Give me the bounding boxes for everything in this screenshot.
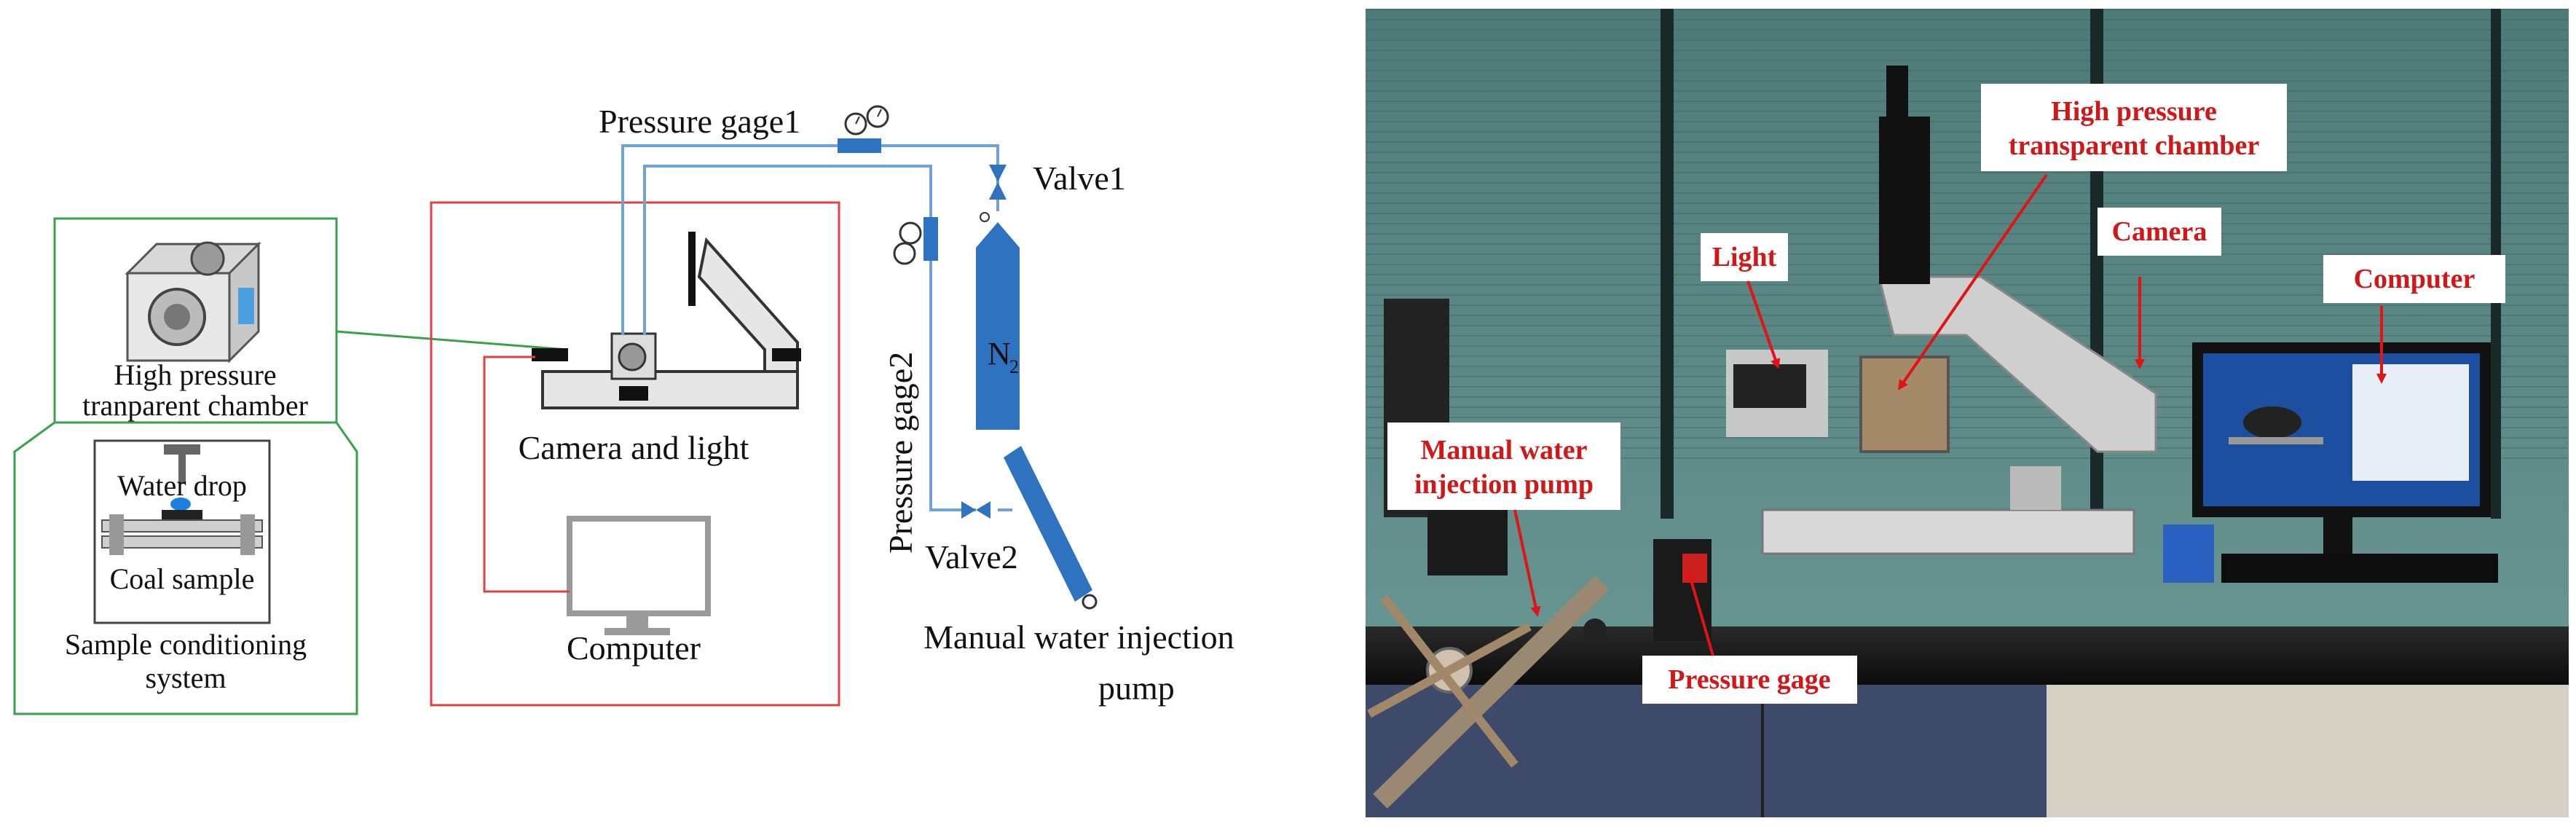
measurement-box	[430, 201, 840, 707]
pressure-gage1-icon	[844, 105, 889, 135]
blue-fitting	[2163, 524, 2214, 583]
pressure-gage1-body	[838, 138, 881, 153]
computer-icon	[567, 516, 711, 635]
system-label-line1: Sample conditioning	[65, 628, 307, 661]
svg-text:Camera: Camera	[2112, 216, 2207, 247]
photo-label-computer: Computer	[2323, 255, 2505, 384]
valve1-icon	[980, 165, 1007, 222]
photo-label-light: Light	[1701, 233, 1788, 369]
chamber-cube-icon	[125, 241, 261, 364]
pressure-gage2-body	[923, 217, 938, 261]
photo-label-camera: Camera	[2098, 208, 2221, 369]
svg-text:Manual water: Manual water	[1420, 435, 1587, 465]
valve2-label: Valve2	[925, 538, 1018, 575]
system-label-line2: system	[145, 661, 226, 694]
n2-subscript: 2	[1009, 356, 1019, 377]
coal-sample-label: Coal sample	[110, 562, 255, 595]
computer-wire	[483, 355, 570, 593]
pump-barrel	[1373, 575, 1610, 809]
pressure-gage2-label: Pressure gage2	[882, 352, 919, 554]
camera-light-rig	[532, 232, 801, 409]
svg-text:transparent chamber: transparent chamber	[2009, 130, 2260, 161]
lab-bench	[1366, 626, 2569, 685]
water-drop-label: Water drop	[117, 469, 247, 502]
pump-label-line1: Manual water injection	[923, 618, 1234, 656]
svg-text:Pressure gage: Pressure gage	[1668, 664, 1830, 695]
n2-cylinder: N 2	[976, 222, 1020, 430]
svg-text:injection pump: injection pump	[1414, 469, 1594, 500]
manual-pump-icon	[1004, 446, 1098, 610]
n2-label: N	[988, 336, 1011, 372]
pump-label-line2: pump	[1098, 669, 1175, 707]
chamber-detail-box: High pressure tranparent chamber	[53, 217, 338, 424]
svg-text:Light: Light	[1712, 242, 1777, 272]
chamber-label-line2: tranparent chamber	[82, 389, 308, 422]
valve2-icon	[961, 501, 990, 519]
computer-label: Computer	[567, 629, 701, 667]
pressure-gage1-label: Pressure gage1	[599, 103, 800, 140]
chamber-label-line1: High pressure	[114, 358, 276, 391]
pressure-gage2-icon	[893, 221, 922, 265]
photo-label-manual-pump: Manual water injection pump	[1387, 423, 1620, 617]
photo-label-high-pressure: High pressure transparent chamber	[1898, 84, 2287, 390]
camera-light-label: Camera and light	[519, 429, 749, 466]
monitor-photo	[2192, 342, 2498, 583]
coal-sample-shape	[162, 510, 202, 520]
connector-line	[336, 330, 569, 351]
sample-conditioning-box: Water drop Coal sample Sample conditioni…	[13, 421, 358, 715]
water-drop-icon	[170, 498, 191, 511]
photo-label-pressure-gage: Pressure gage	[1642, 570, 1857, 704]
lab-photo: Light High pressure transparent chamber …	[1366, 9, 2569, 817]
schematic-diagram: High pressure tranparent chamber Water d…	[13, 103, 1234, 715]
valve1-label: Valve1	[1033, 160, 1126, 197]
svg-text:Computer: Computer	[2354, 264, 2475, 294]
svg-text:High pressure: High pressure	[2051, 96, 2217, 127]
